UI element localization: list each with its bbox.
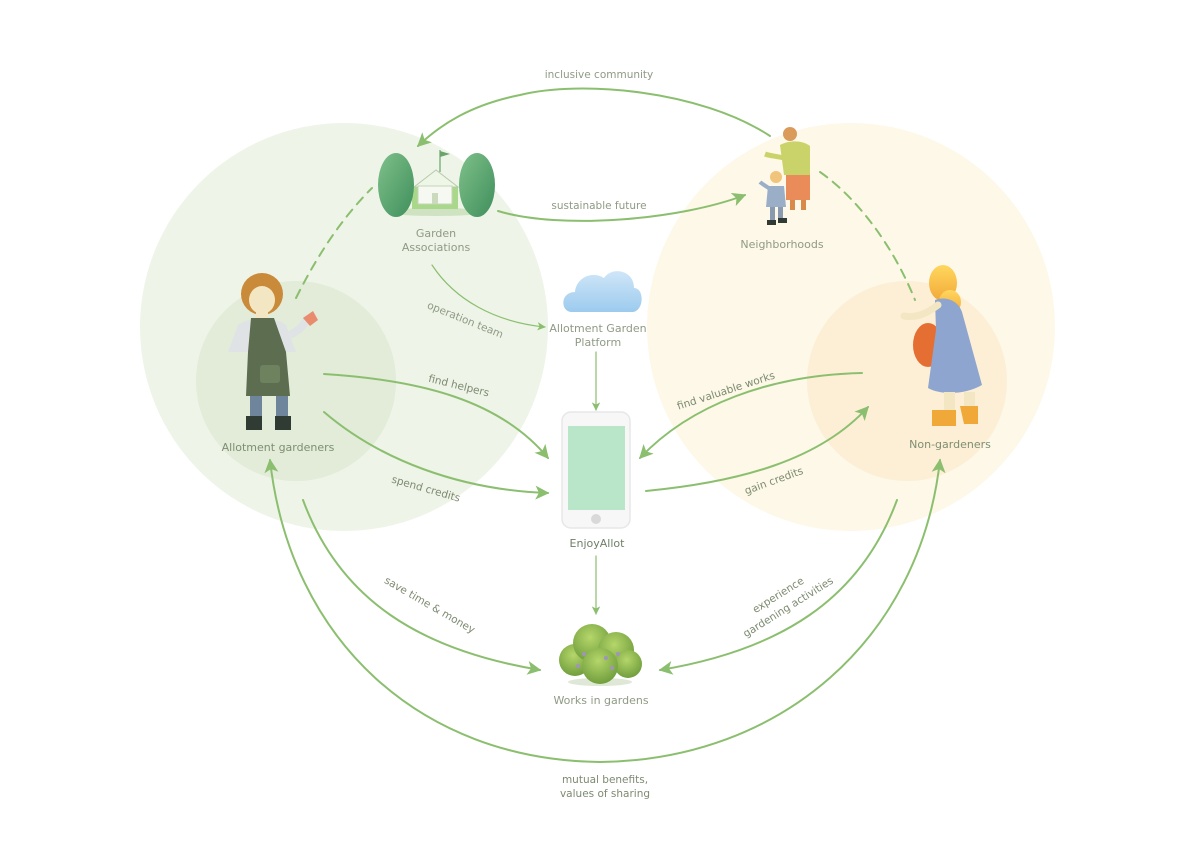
label-garden-associations-line1: Garden (416, 227, 456, 240)
arrow-experience-gardening (658, 499, 898, 675)
phone-icon (561, 411, 631, 529)
arrow-operation-team (431, 264, 546, 331)
label-inclusive-community: inclusive community (545, 69, 654, 81)
non-gardener-zone (647, 123, 1055, 531)
label-non-gardeners: Non-gardeners (909, 438, 991, 451)
label-platform-line1: Allotment Garden (549, 322, 646, 335)
label-neighborhoods: Neighborhoods (740, 238, 823, 251)
bush-icon (559, 624, 642, 686)
label-save-time-money: save time & money (382, 575, 477, 637)
label-mutual-benefits-line1: mutual benefits, (562, 774, 648, 786)
gardener-person-icon (228, 273, 318, 430)
label-mutual-benefits-line2: values of sharing (560, 788, 650, 800)
cloud-icon (563, 271, 642, 312)
dashed-neighborhood-to-non-gardener (819, 171, 916, 301)
garden-associations-icon (378, 150, 495, 217)
label-platform-line2: Platform (575, 336, 621, 349)
arrow-inclusive-community (416, 87, 771, 147)
label-enjoyallot: EnjoyAllot (570, 537, 626, 550)
arrows (264, 87, 946, 764)
dashed-gardener-to-association (295, 187, 373, 299)
neighborhoods-icon (758, 127, 810, 225)
label-sustainable-future: sustainable future (551, 200, 646, 212)
non-gardener-person-icon (900, 265, 982, 426)
label-allotment-gardeners: Allotment gardeners (222, 441, 335, 454)
arrow-find-valuable-works (639, 372, 863, 460)
arrow-mutual-benefits (264, 458, 946, 764)
arrow-sustainable-future (497, 192, 747, 222)
label-garden-associations-line2: Associations (402, 241, 471, 254)
label-works-in-gardens: Works in gardens (553, 694, 648, 707)
arrow-find-helpers (323, 373, 549, 460)
arrow-save-time-money (302, 499, 542, 675)
node-labels: Allotment gardeners Non-gardeners Garden… (222, 227, 991, 707)
